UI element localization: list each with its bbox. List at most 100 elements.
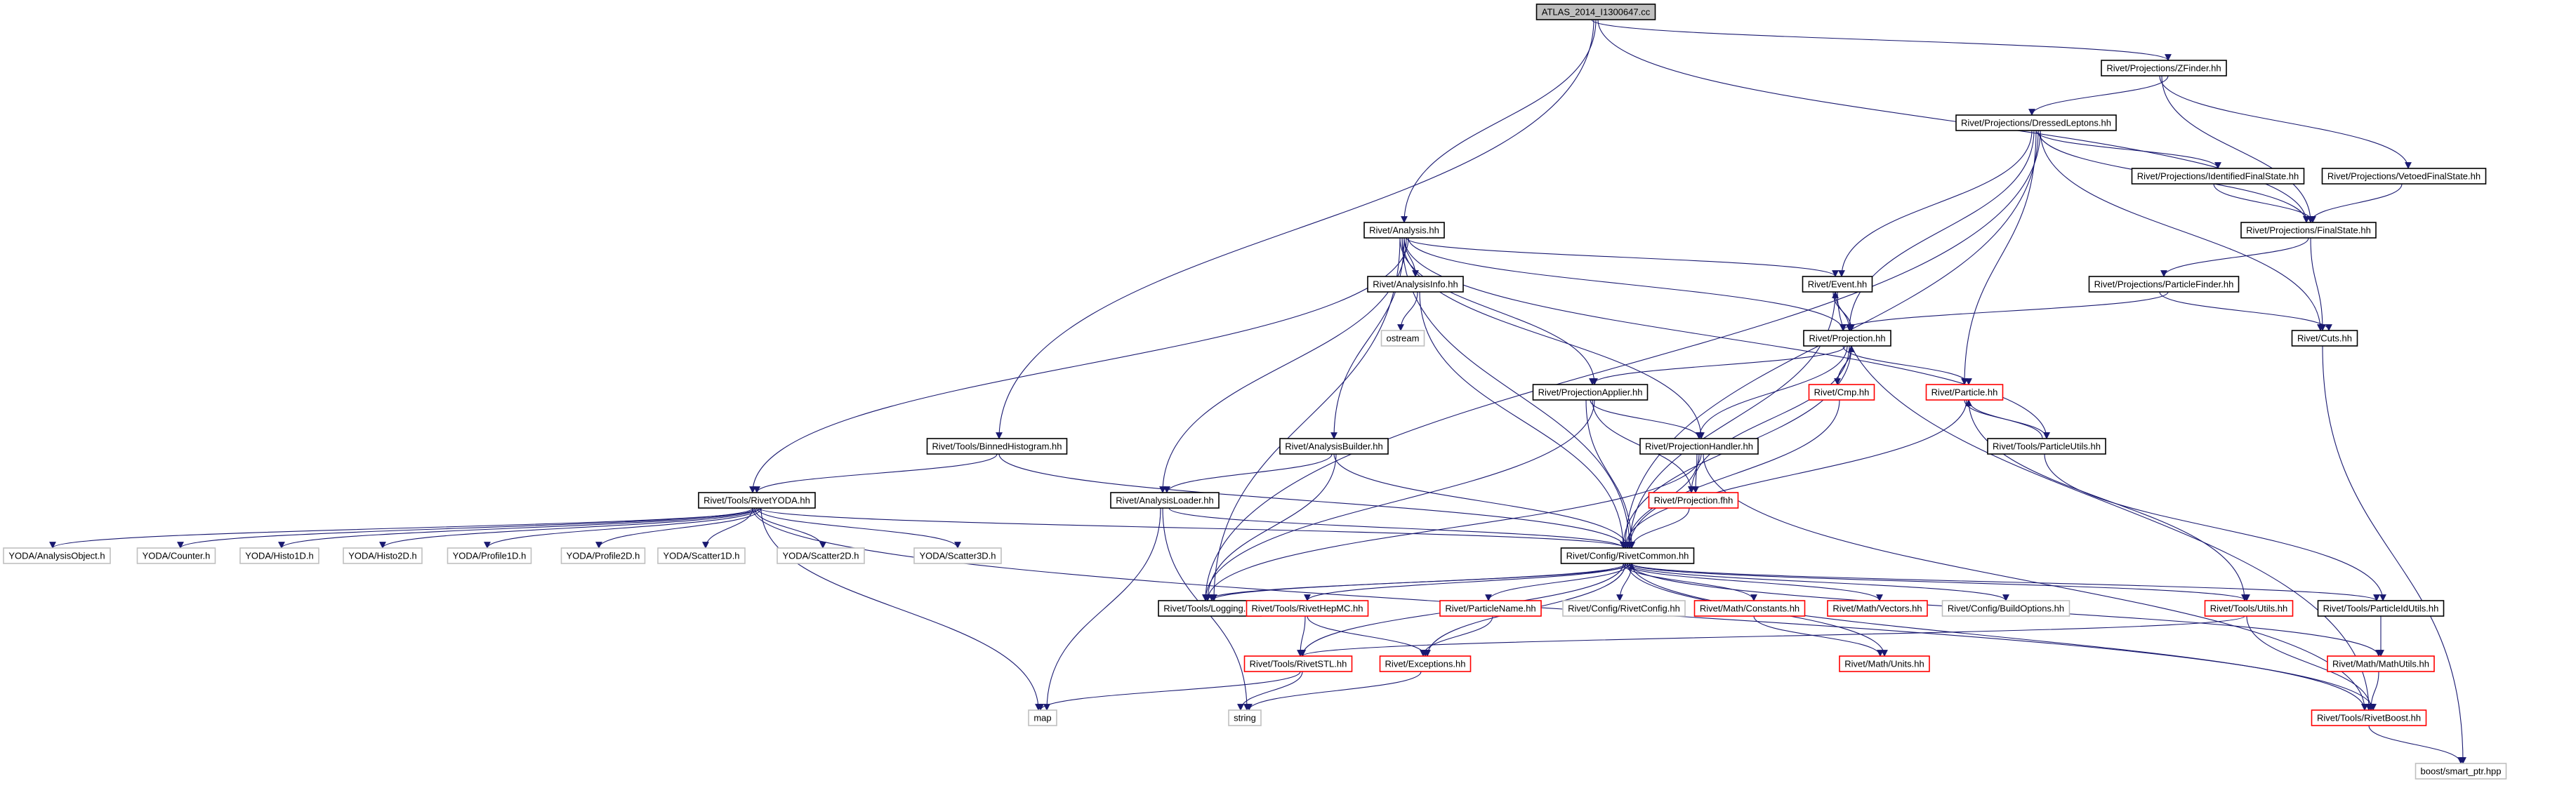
node-papplier[interactable]: Rivet/ProjectionApplier.hh [1532, 384, 1649, 401]
edge-rcommon-to-pidutils [1631, 563, 2380, 601]
edge-rboost-to-sptr [2368, 725, 2464, 764]
node-yh2[interactable]: YODA/Histo2D.h [343, 547, 423, 564]
node-yp1[interactable]: YODA/Profile1D.h [447, 547, 532, 564]
edge-papplier-to-logging [1202, 399, 1595, 601]
node-ys2[interactable]: YODA/Scatter2D.h [777, 547, 865, 564]
edge-ryoda-to-map [760, 507, 1042, 711]
node-label: Rivet/Cuts.hh [2297, 333, 2352, 344]
edge-ryoda-to-yao [49, 507, 762, 549]
node-yh1[interactable]: YODA/Histo1D.h [239, 547, 319, 564]
node-aloader[interactable]: Rivet/AnalysisLoader.hh [1110, 492, 1220, 509]
node-label: Rivet/Tools/RivetSTL.hh [1250, 659, 1347, 669]
edge-fs-to-cuts [2310, 237, 2326, 331]
edge-ryoda-to-yp2 [595, 507, 762, 549]
node-label: Rivet/ProjectionApplier.hh [1538, 387, 1643, 398]
edge-root-to-zfinder [1591, 19, 2172, 61]
node-label: YODA/Scatter1D.h [663, 551, 739, 561]
node-exc[interactable]: Rivet/Exceptions.hh [1379, 655, 1472, 672]
node-vfs[interactable]: Rivet/Projections/VetoedFinalState.hh [2321, 168, 2487, 185]
node-rstl[interactable]: Rivet/Tools/RivetSTL.hh [1243, 655, 1353, 672]
edge-ryoda-to-yh1 [278, 507, 755, 549]
edge-ryoda-to-yh2 [379, 507, 758, 549]
node-pf[interactable]: Rivet/Projections/ParticleFinder.hh [2088, 276, 2240, 293]
node-label: Rivet/Projections/DressedLeptons.hh [1961, 118, 2111, 128]
node-label: Rivet/Particle.hh [1931, 387, 1998, 398]
node-label: ostream [1387, 333, 1420, 344]
node-label: Rivet/Tools/ParticleUtils.hh [1993, 441, 2101, 452]
node-buildopt[interactable]: Rivet/Config/BuildOptions.hh [1941, 600, 2070, 617]
node-phandler[interactable]: Rivet/ProjectionHandler.hh [1639, 438, 1759, 455]
node-zfinder[interactable]: Rivet/Projections/ZFinder.hh [2101, 60, 2227, 76]
node-mmutils[interactable]: Rivet/Math/MathUtils.hh [2327, 655, 2435, 672]
node-mconst[interactable]: Rivet/Math/Constants.hh [1693, 600, 1806, 617]
edge-pf-to-cuts [2159, 291, 2332, 331]
node-binned[interactable]: Rivet/Tools/BinnedHistogram.hh [926, 438, 1068, 455]
edge-mmutils-to-rboost [2367, 671, 2379, 711]
edge-abuilder-to-aloader [1163, 453, 1333, 493]
node-fs[interactable]: Rivet/Projections/FinalState.hh [2240, 222, 2377, 239]
edge-rcommon-to-rhepmc [1304, 563, 1628, 601]
node-string[interactable]: string [1228, 709, 1262, 726]
node-dressed[interactable]: Rivet/Projections/DressedLeptons.hh [1955, 114, 2117, 131]
node-yao[interactable]: YODA/AnalysisObject.h [3, 547, 111, 564]
edge-abuilder-to-rcommon [1333, 453, 1631, 549]
node-munits[interactable]: Rivet/Math/Units.hh [1839, 655, 1930, 672]
node-cuts[interactable]: Rivet/Cuts.hh [2291, 330, 2358, 347]
node-mvec[interactable]: Rivet/Math/Vectors.hh [1827, 600, 1928, 617]
node-map[interactable]: map [1028, 709, 1057, 726]
edge-tutils-to-rboost [2246, 615, 2374, 711]
node-label: Rivet/Projection.hh [1809, 333, 1885, 344]
node-putils[interactable]: Rivet/Tools/ParticleUtils.hh [1987, 438, 2106, 455]
edge-mconst-to-munits [1753, 615, 1884, 657]
node-label: Rivet/Config/RivetCommon.hh [1566, 551, 1689, 561]
node-label: Rivet/Config/RivetConfig.hh [1568, 603, 1680, 614]
node-rhepmc[interactable]: Rivet/Tools/RivetHepMC.hh [1246, 600, 1369, 617]
node-tutils[interactable]: Rivet/Tools/Utils.hh [2204, 600, 2294, 617]
node-cmp[interactable]: Rivet/Cmp.hh [1808, 384, 1875, 401]
node-label: Rivet/Event.hh [1808, 279, 1868, 290]
node-label: Rivet/AnalysisInfo.hh [1373, 279, 1458, 290]
edge-rhepmc-to-exc [1307, 615, 1429, 657]
node-sptr[interactable]: boost/smart_ptr.hpp [2415, 763, 2507, 780]
node-label: Rivet/Projections/ParticleFinder.hh [2094, 279, 2234, 290]
edge-pname-to-exc [1420, 615, 1493, 657]
node-logging[interactable]: Rivet/Tools/Logging.hh [1158, 600, 1262, 617]
node-ryoda[interactable]: Rivet/Tools/RivetYODA.hh [698, 492, 816, 509]
edge-phandler-to-logging [1204, 453, 1702, 601]
node-label: Rivet/Tools/RivetHepMC.hh [1252, 603, 1363, 614]
node-rcommon[interactable]: Rivet/Config/RivetCommon.hh [1560, 547, 1695, 564]
node-yp2[interactable]: YODA/Profile2D.h [560, 547, 646, 564]
node-label: ATLAS_2014_I1300647.cc [1542, 7, 1651, 18]
node-ycounter[interactable]: YODA/Counter.h [136, 547, 216, 564]
edge-rstl-to-map [1037, 671, 1301, 711]
node-idfs[interactable]: Rivet/Projections/IdentifiedFinalState.h… [2131, 168, 2305, 185]
node-pfhh[interactable]: Rivet/Projection.fhh [1648, 492, 1739, 509]
node-root: ATLAS_2014_I1300647.cc [1535, 4, 1656, 20]
edge-papplier-to-rcommon [1585, 399, 1635, 549]
node-pidutils[interactable]: Rivet/Tools/ParticleIdUtils.hh [2317, 600, 2445, 617]
node-abuilder[interactable]: Rivet/AnalysisBuilder.hh [1279, 438, 1389, 455]
node-label: Rivet/Exceptions.hh [1385, 659, 1466, 669]
node-label: boost/smart_ptr.hpp [2421, 766, 2502, 777]
edge-aloader-to-rcommon [1168, 507, 1627, 549]
node-analysis[interactable]: Rivet/Analysis.hh [1363, 222, 1445, 239]
edge-fs-to-pf [2160, 237, 2309, 277]
node-ostream[interactable]: ostream [1380, 330, 1425, 347]
node-rconfig[interactable]: Rivet/Config/RivetConfig.hh [1562, 600, 1686, 617]
edge-phandler-to-pfhh [1692, 453, 1699, 493]
edge-vfs-to-fs [2307, 183, 2403, 223]
node-rboost[interactable]: Rivet/Tools/RivetBoost.hh [2311, 709, 2427, 726]
edge-rcommon-to-mvec [1625, 563, 1883, 601]
node-ys1[interactable]: YODA/Scatter1D.h [657, 547, 746, 564]
node-label: Rivet/Math/Units.hh [1844, 659, 1924, 669]
node-pname[interactable]: Rivet/ParticleName.hh [1439, 600, 1542, 617]
node-particle[interactable]: Rivet/Particle.hh [1925, 384, 2004, 401]
node-ys3[interactable]: YODA/Scatter3D.h [913, 547, 1002, 564]
node-label: string [1234, 713, 1256, 723]
node-label: Rivet/Projections/ZFinder.hh [2106, 63, 2221, 74]
node-event[interactable]: Rivet/Event.hh [1802, 276, 1873, 293]
node-proj[interactable]: Rivet/Projection.hh [1803, 330, 1891, 347]
edge-root-to-fs [1597, 19, 2310, 223]
node-label: YODA/Counter.h [143, 551, 211, 561]
node-ainfo[interactable]: Rivet/AnalysisInfo.hh [1367, 276, 1464, 293]
